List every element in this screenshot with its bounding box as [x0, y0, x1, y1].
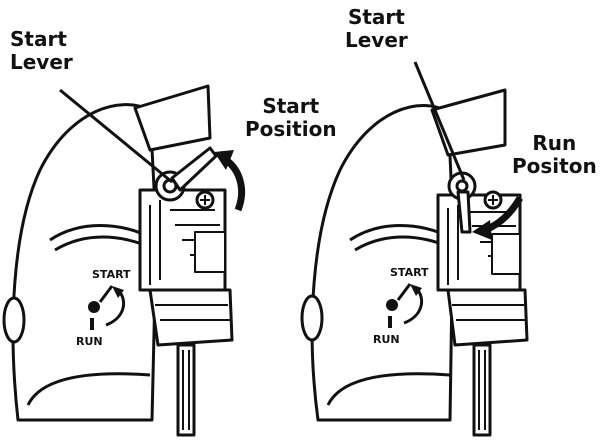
right-position-label: Run Positon [512, 132, 597, 178]
right-lever-label-line1: Start [347, 5, 405, 29]
left-engine-drawing [2, 84, 234, 437]
right-position-label-line2: Positon [512, 154, 597, 178]
right-run-arrowhead [472, 220, 492, 240]
left-position-label-line1: Start [262, 94, 320, 118]
left-decal-run-text: RUN [76, 335, 103, 348]
left-position-label-line2: Position [245, 117, 337, 141]
right-lever-label: Start Lever [345, 6, 408, 52]
right-position-label-line1: Run [532, 131, 577, 155]
right-engine-drawing [300, 88, 529, 437]
left-lever-label-line2: Lever [10, 50, 73, 74]
left-lever-pointer [59, 88, 173, 184]
right-lever-label-line2: Lever [345, 28, 408, 52]
left-decal-start-text: START [92, 268, 131, 281]
left-lever-label: Start Lever [10, 28, 73, 74]
right-decal-start-text: START [390, 266, 429, 279]
left-start-arrow [223, 157, 245, 212]
right-decal-run-text: RUN [373, 333, 400, 346]
right-lever-pointer [413, 61, 466, 181]
left-start-arrowhead [214, 150, 234, 170]
left-position-label: Start Position [245, 95, 337, 141]
left-lever-label-line1: Start [10, 27, 67, 51]
